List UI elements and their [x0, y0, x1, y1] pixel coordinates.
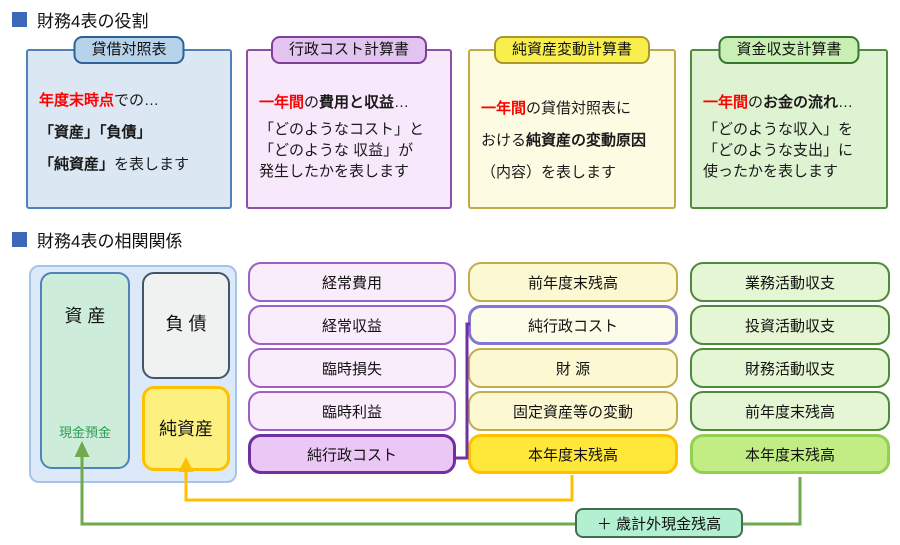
text-segment: 一年間 [259, 94, 305, 111]
flow-row: 経常費用 [248, 262, 456, 302]
text-segment: 純資産の変動原因 [526, 132, 647, 149]
text-segment: 「資産」「負債」 [39, 124, 152, 141]
card-text-line: 「どのようなコスト」と [259, 119, 446, 140]
text-segment: 「どのような支出」に [703, 142, 854, 159]
text-segment: … [838, 94, 854, 111]
flow-row: 純行政コスト [248, 434, 456, 474]
flow-row: 本年度末残高 [690, 434, 890, 474]
card-text-line: おける純資産の変動原因 [481, 125, 670, 157]
text-segment: 「純資産」 [39, 156, 115, 173]
flow-row: 前年度末残高 [468, 262, 678, 302]
card-text-line: 一年間の費用と収益… [259, 90, 446, 116]
card-body-text: 一年間の費用と収益… 「どのようなコスト」と「どのような 収益」が発生したかを表し… [259, 90, 446, 182]
text-segment: 使ったかを表します [703, 163, 839, 180]
extra-cash-balance-box: ＋ 歳計外現金残高 [575, 508, 743, 538]
text-segment: 「どのような 収益」が [259, 142, 414, 159]
net-assets-label: 純資産 [159, 419, 213, 439]
flow-row: 業務活動収支 [690, 262, 890, 302]
text-segment: の貸借対照表に [526, 100, 632, 117]
card-text-line: 年度末時点での… [39, 85, 226, 117]
card-text-line: （内容）を表します [481, 157, 670, 189]
flow-row: 本年度末残高 [468, 434, 678, 474]
card-text-line: 「どのような 収益」が [259, 140, 446, 161]
section-title-roles: 財務4表の役割 [12, 7, 148, 32]
text-segment: 年度末時点 [39, 92, 115, 109]
card-text-line: 使ったかを表します [703, 161, 882, 182]
blue-square-bullet-icon [12, 232, 27, 247]
net-assets-change-column: 前年度末残高純行政コスト財 源固定資産等の変動本年度末残高 [468, 262, 678, 474]
section-title-relations: 財務4表の相関関係 [12, 227, 182, 252]
flow-row: 投資活動収支 [690, 305, 890, 345]
text-segment: おける [481, 132, 527, 149]
text-segment: 費用と収益 [319, 94, 395, 111]
card-text-line: 「どのような収入」を [703, 119, 882, 140]
role-card-balance-sheet: 貸借対照表 年度末時点での…「資産」「負債」「純資産」を表します [26, 36, 232, 209]
text-segment: での… [114, 92, 160, 109]
text-segment: （内容）を表します [481, 164, 617, 181]
flow-row: 臨時利益 [248, 391, 456, 431]
card-body-text: 一年間のお金の流れ… 「どのような収入」を「どのような支出」に使ったかを表します [703, 90, 882, 182]
flow-row: 純行政コスト [468, 305, 678, 345]
section-title-roles-text: 財務4表の役割 [37, 12, 149, 31]
cash-deposit-label: 現金預金 [58, 425, 111, 440]
section-title-relations-text: 財務4表の相関関係 [37, 232, 183, 251]
card-header-balance-sheet: 貸借対照表 [73, 36, 185, 64]
text-segment: を表します [114, 156, 190, 173]
card-header-cash-flow: 資金収支計算書 [718, 36, 860, 64]
card-body-text: 一年間の貸借対照表における純資産の変動原因（内容）を表します [481, 93, 670, 189]
flow-row: 固定資産等の変動 [468, 391, 678, 431]
card-header-net-assets-change: 純資産変動計算書 [493, 36, 651, 64]
blue-square-bullet-icon [12, 12, 27, 27]
cash-flow-column: 業務活動収支投資活動収支財務活動収支前年度末残高本年度末残高 [690, 262, 890, 474]
liabilities-label: 負 債 [165, 314, 207, 334]
assets-label: 資 産 [64, 306, 106, 326]
role-card-admin-cost: 行政コスト計算書 一年間の費用と収益… 「どのようなコスト」と「どのような 収益」… [246, 36, 452, 209]
role-card-cash-flow: 資金収支計算書 一年間のお金の流れ… 「どのような収入」を「どのような支出」に使っ… [690, 36, 888, 209]
card-text-line: 発生したかを表します [259, 161, 446, 182]
liabilities-box: 負 債 [142, 272, 230, 379]
text-segment: 「どのような収入」を [703, 121, 854, 138]
text-segment: お金の流れ [763, 94, 839, 111]
admin-cost-column: 経常費用経常収益臨時損失臨時利益純行政コスト [248, 262, 456, 474]
card-header-admin-cost: 行政コスト計算書 [270, 36, 428, 64]
text-segment: 発生したかを表します [259, 163, 410, 180]
balance-sheet-container: 資 産 現金預金 負 債 純資産 [29, 265, 237, 483]
text-segment: … [394, 94, 410, 111]
flow-row: 経常収益 [248, 305, 456, 345]
flow-row: 前年度末残高 [690, 391, 890, 431]
text-segment: の [304, 94, 320, 111]
assets-box: 資 産 現金預金 [40, 272, 130, 469]
card-text-line: 「どのような支出」に [703, 140, 882, 161]
text-segment: 一年間 [481, 100, 527, 117]
card-text-line: 「純資産」を表します [39, 149, 226, 181]
flow-row: 臨時損失 [248, 348, 456, 388]
card-text-line: 「資産」「負債」 [39, 117, 226, 149]
card-text-line: 一年間のお金の流れ… [703, 90, 882, 116]
card-body-text: 年度末時点での…「資産」「負債」「純資産」を表します [39, 85, 226, 181]
role-card-net-assets-change: 純資産変動計算書 一年間の貸借対照表における純資産の変動原因（内容）を表します [468, 36, 676, 209]
net-assets-box: 純資産 [142, 386, 230, 471]
flow-row: 財務活動収支 [690, 348, 890, 388]
flow-row: 財 源 [468, 348, 678, 388]
text-segment: 「どのようなコスト」と [259, 121, 425, 138]
text-segment: の [748, 94, 764, 111]
text-segment: 一年間 [703, 94, 749, 111]
card-text-line: 一年間の貸借対照表に [481, 93, 670, 125]
